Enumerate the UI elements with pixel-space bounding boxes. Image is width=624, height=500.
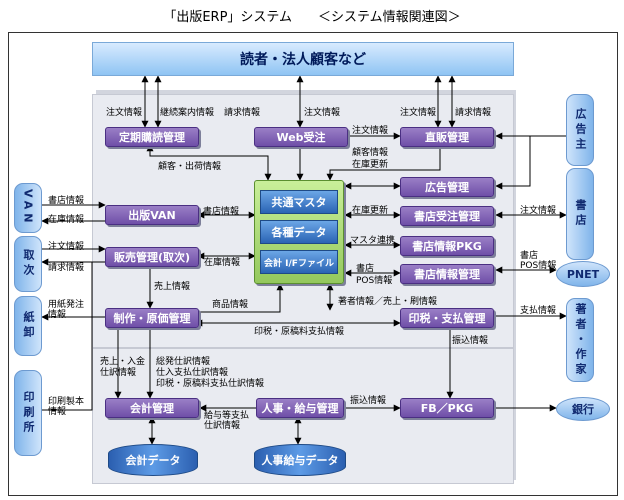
connector-label: 請求情報 — [224, 108, 261, 118]
connector-label: 仕訳情報 — [204, 421, 241, 431]
fb-pkg-box: FB／PKG — [400, 398, 494, 418]
connector-label: 売上・入金 — [100, 357, 146, 367]
connector-label: 支払情報 — [520, 306, 557, 316]
connector-label: 商品情報 — [212, 300, 249, 310]
subscription-management-box: 定期購読管理 — [105, 127, 199, 147]
accounting-data-db: 会計データ — [108, 444, 198, 476]
connector-label: 注文情報 — [106, 108, 143, 118]
production-cost-box: 制作・原価管理 — [105, 308, 199, 328]
connector-label: 印税・原稿料支払仕訳情報 — [156, 379, 265, 389]
external-bookstore: 書店 — [566, 168, 594, 260]
connector-label: 在庫情報 — [204, 258, 241, 268]
connector-label: 印税・原稿料支払情報 — [254, 327, 345, 337]
publishing-van-box: 出版VAN — [105, 205, 199, 225]
panel-top-shadow — [96, 90, 516, 94]
web-order-box: Web受注 — [254, 127, 348, 147]
connector-label: 注文情報 — [520, 206, 557, 216]
external-van: VAN — [14, 183, 42, 233]
connector-label: 用紙発注 — [48, 300, 85, 310]
connector-label: 在庫情報 — [48, 215, 85, 225]
connector-label: 顧客・出荷情報 — [158, 162, 222, 172]
external-paper-wholesaler: 紙卸 — [14, 296, 42, 356]
connector-label: POS情報 — [520, 261, 557, 271]
hr-payroll-box: 人事・給与管理 — [256, 398, 344, 418]
connector-label: 著者情報／売上・刷情報 — [338, 297, 438, 307]
connector-label: マスタ連携 — [350, 236, 396, 246]
connector-label: 振込情報 — [350, 396, 387, 406]
accounting-if-file-item: 会計 I/Fファイル — [260, 250, 338, 274]
external-author: 著者・作家 — [566, 298, 594, 382]
center-data-box: 共通マスタ 各種データ 会計 I/Fファイル — [254, 180, 344, 284]
customer-bar: 読者・法人顧客など — [92, 42, 514, 76]
connector-label: 注文情報 — [352, 126, 389, 136]
external-pnet: PNET — [556, 261, 610, 287]
external-toritsugi: 取次 — [14, 236, 42, 292]
external-advertiser: 広告主 — [566, 94, 594, 166]
connector-label: 書店情報 — [48, 196, 85, 206]
bookstore-info-box: 書店情報管理 — [400, 264, 494, 284]
connector-label: 情報 — [48, 310, 67, 320]
connector-label: 振込情報 — [452, 336, 489, 346]
connector-label: 継続案内情報 — [160, 108, 215, 118]
connector-label: 請求情報 — [455, 108, 492, 118]
connector-label: 書店 — [520, 251, 539, 261]
common-master-item: 共通マスタ — [260, 190, 338, 214]
connector-label: 売上情報 — [154, 282, 191, 292]
connector-label: 給与等支払 — [204, 411, 250, 421]
sales-management-box: 販売管理(取次) — [105, 247, 199, 267]
connector-label: 在庫更新 — [352, 160, 389, 170]
bookstore-order-box: 書店受注管理 — [400, 206, 494, 226]
connector-label: 注文情報 — [48, 242, 85, 252]
connector-label: 書店情報 — [203, 207, 240, 217]
hr-payroll-data-db: 人事給与データ — [254, 444, 346, 476]
panel-right-shadow — [512, 90, 516, 480]
external-bank: 銀行 — [556, 397, 610, 421]
external-printer: 印刷所 — [14, 370, 42, 456]
connector-label: 注文情報 — [400, 108, 437, 118]
connector-label: 情報 — [48, 407, 67, 417]
ad-management-box: 広告管理 — [400, 177, 494, 197]
connector-label: 仕入支払仕訳情報 — [156, 368, 229, 378]
connector-label: 書店 — [356, 264, 375, 274]
connector-label: 請求情報 — [48, 263, 85, 273]
connector-label: 顧客情報 — [352, 148, 389, 158]
connector-label: 総発仕訳情報 — [156, 357, 211, 367]
various-data-item: 各種データ — [260, 220, 338, 244]
connector-label: 仕訳情報 — [100, 368, 137, 378]
connector-label: 印刷製本 — [48, 397, 85, 407]
connector-label: 在庫更新 — [352, 206, 389, 216]
direct-sales-box: 直販管理 — [400, 127, 494, 147]
connector-label: 注文情報 — [304, 108, 341, 118]
bookstore-pkg-box: 書店情報PKG — [400, 236, 494, 256]
accounting-box: 会計管理 — [105, 398, 199, 418]
connector-label: POS情報 — [356, 276, 393, 286]
royalty-payment-box: 印税・支払管理 — [400, 308, 494, 328]
diagram-title: 「出版ERP」システム ＜システム情報関連図＞ — [163, 10, 461, 25]
